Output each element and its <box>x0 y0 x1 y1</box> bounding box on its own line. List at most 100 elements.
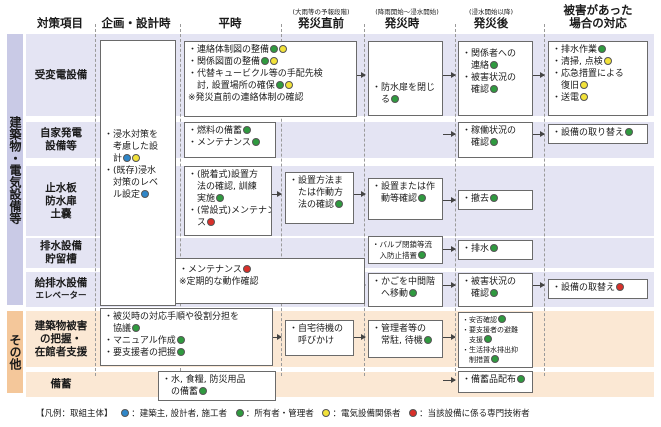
arrow-haaku-2 <box>354 334 366 340</box>
blue-dot-icon <box>141 190 150 198</box>
higai-juhen-l4: 復旧 <box>552 81 580 91</box>
hassaigo-jikahatsu-l2-wrap: 確認 <box>462 137 529 149</box>
hassaiji-shisui-l2-wrap: 動等確認 <box>372 193 439 205</box>
legend-yellow-label: ：電気設備関係者 <box>332 409 401 419</box>
heiji-haaku-l4-wrap: ・要支援者の把握 <box>104 347 269 359</box>
heiji-jikahatsu-box: ・燃料の備蓄 ・メンテナンス <box>184 122 276 158</box>
heiji-haaku-l3-wrap: ・マニュアル作成 <box>104 335 269 347</box>
arrow-bichiku-1 <box>443 377 456 383</box>
yellow-dot-icon <box>284 81 293 89</box>
hassaiji-shisui-l1: ・設置または作 <box>372 182 436 192</box>
yellow-dot-icon <box>603 57 612 65</box>
heiji-shisui-l5: ス <box>188 218 207 228</box>
header-chokuzen: 発災直前 <box>298 16 344 30</box>
heiji-elevator-l1-wrap: ・メンテナンス <box>179 264 361 276</box>
chokuzen-shisui-l2: たは作動方 <box>289 188 344 198</box>
kikaku-line-1: ・浸水対策を <box>104 130 159 140</box>
hassaiji-elevator-l1: ・かごを中間階 <box>372 277 436 287</box>
divider-6 <box>544 24 545 376</box>
heiji-jikahatsu-l2-wrap: ・メンテナンス <box>188 137 272 149</box>
higai-jikahatsu-l1: ・設備の取り替え <box>552 128 625 138</box>
category-haaku: 建築物被害 の把握・ 在館者支援 <box>34 319 88 358</box>
yellow-dot-icon <box>580 93 589 101</box>
heiji-shisui-l4: ・(常設式)メンテナン <box>188 206 272 216</box>
arrow-shisui-1 <box>271 191 282 197</box>
hassaigo-shisui-box: ・撤去 <box>458 190 533 210</box>
green-dot-icon <box>423 336 432 344</box>
red-dot-icon <box>207 218 216 226</box>
higai-juhen-l5: ・送電 <box>552 93 580 103</box>
heiji-shisui-l2: 法の確認, 訓練 <box>188 182 257 192</box>
chokuzen-shisui-l3-wrap: 法の確認 <box>289 199 350 211</box>
category-bichiku: 備蓄 <box>50 378 72 390</box>
heiji-elevator-l2: ※定期的な動作確認 <box>179 277 259 287</box>
legend-green-label: ：所有者・管理者 <box>245 409 314 419</box>
kikaku-line-3: 計 <box>104 154 123 164</box>
kikaku-line-6-wrap: ル設定 <box>104 189 172 201</box>
header-chokuzen-note: (大雨等の予報段階) <box>292 8 350 16</box>
arrow-shisui-2 <box>354 191 366 197</box>
heiji-juhen-box: ・連絡体制図の整備 ・関係図面の整備 ・代替キュービクル等の手配先検 討, 設置… <box>184 41 357 117</box>
hassaiji-haaku-l1: ・管理者等の <box>372 324 427 334</box>
hassaigo-elevator-l2-wrap: 確認 <box>462 288 529 300</box>
category-jikahatsu: 自家発電 設備等 <box>40 127 82 152</box>
higai-jikahatsu-l1-wrap: ・設備の取り替え <box>552 127 644 139</box>
hassaigo-elevator-box: ・被害状況の 確認 <box>458 273 533 307</box>
green-dot-icon <box>270 45 279 53</box>
green-dot-icon <box>625 128 634 136</box>
hassaigo-haaku-l4: ・生活排水排出抑 <box>462 346 518 354</box>
row-band-bichiku <box>26 372 654 397</box>
heiji-shisui-box: ・(脱着式)設置方 法の確認, 訓練 実施 ・(常設式)メンテナン ス <box>184 166 272 236</box>
higai-juhen-l1: ・排水作業 <box>552 45 598 55</box>
green-dot-icon <box>418 251 426 259</box>
blue-dot-icon <box>123 154 132 162</box>
kikaku-line-2: 考慮した設 <box>104 142 159 152</box>
arrow-elevator-3 <box>533 282 545 288</box>
heiji-juhen-l2-wrap: ・関係図面の整備 <box>188 56 353 68</box>
hassaiji-haisui-l1: ・バルブ閉鎖等流 <box>372 240 432 249</box>
hassaigo-haisui-l1: ・排水 <box>462 244 490 254</box>
green-dot-icon <box>498 315 506 323</box>
arrow-haisui-1 <box>443 246 456 252</box>
hassaiji-haaku-box: ・管理者等の 常駐, 待機 <box>368 320 443 358</box>
heiji-juhen-l4-wrap: 討, 設置場所の確保 <box>188 80 353 92</box>
hassaigo-jikahatsu-l1: ・稼働状況の <box>462 126 517 136</box>
group-other-label: その他 <box>8 334 22 370</box>
higai-jikahatsu-box: ・設備の取り替え <box>548 124 648 144</box>
arrow-shisui-3 <box>443 197 456 203</box>
yellow-dot-icon <box>279 45 288 53</box>
hassaigo-haaku-l3-wrap: 支援 <box>462 335 529 345</box>
group-building: 建築物・電気設備等 <box>7 34 23 305</box>
group-other: その他 <box>7 311 23 393</box>
heiji-juhen-l4: 討, 設置場所の確保 <box>188 81 275 91</box>
heiji-bichiku-l1: ・水, 食糧, 防災用品 <box>162 375 246 385</box>
kikaku-line-3-wrap: 計 <box>104 153 172 165</box>
heiji-jikahatsu-l2: ・メンテナンス <box>188 138 251 148</box>
arrow-juhen-3 <box>533 72 545 78</box>
hassaigo-shisui-l1-wrap: ・撤去 <box>462 193 529 205</box>
heiji-haaku-l2: 協議 <box>104 324 132 334</box>
legend-blue-label: ：建築主, 設計者, 施工者 <box>131 409 228 419</box>
green-dot-icon <box>243 126 252 134</box>
header-taisaku: 対策項目 <box>37 16 83 30</box>
hassaiji-haisui-l2-wrap: 入防止措置 <box>372 250 439 261</box>
higai-juhen-l1-wrap: ・排水作業 <box>552 44 644 56</box>
hassaigo-haaku-l5: 制措置 <box>462 356 490 364</box>
hassaigo-haaku-l3: 支援 <box>462 336 483 344</box>
kikaku-box: ・浸水対策を 考慮した設 計 ・(既存)浸水 対策のレベ ル設定 <box>100 40 176 306</box>
hassaigo-haaku-l2: ・要支援者の避難 <box>462 326 518 334</box>
hassaiji-juhen-l1: ・防水扉を閉じ <box>372 83 436 93</box>
arrow-juhen-1 <box>354 72 366 78</box>
green-dot-icon <box>391 95 400 103</box>
chokuzen-shisui-box: ・設置方法ま たは作動方 法の確認 <box>285 172 354 224</box>
hassaigo-haaku-l1-wrap: ・安否確認 <box>462 315 529 325</box>
hassaigo-bichiku-box: ・備蓄品配布 <box>458 371 533 393</box>
higai-juhen-l4-wrap: 復旧 <box>552 80 644 92</box>
chokuzen-shisui-l1: ・設置方法ま <box>289 176 344 186</box>
chokuzen-shisui-l3: 法の確認 <box>289 200 335 210</box>
legend-red-dot-icon <box>409 409 418 417</box>
legend: 【凡例：取組主体】 ：建築主, 設計者, 施工者 ：所有者・管理者 ：電気設備関… <box>36 408 530 420</box>
heiji-juhen-l1-wrap: ・連絡体制図の整備 <box>188 44 353 56</box>
hassaiji-haaku-l2: 常駐, 待機 <box>372 336 423 346</box>
green-dot-icon <box>490 85 499 93</box>
